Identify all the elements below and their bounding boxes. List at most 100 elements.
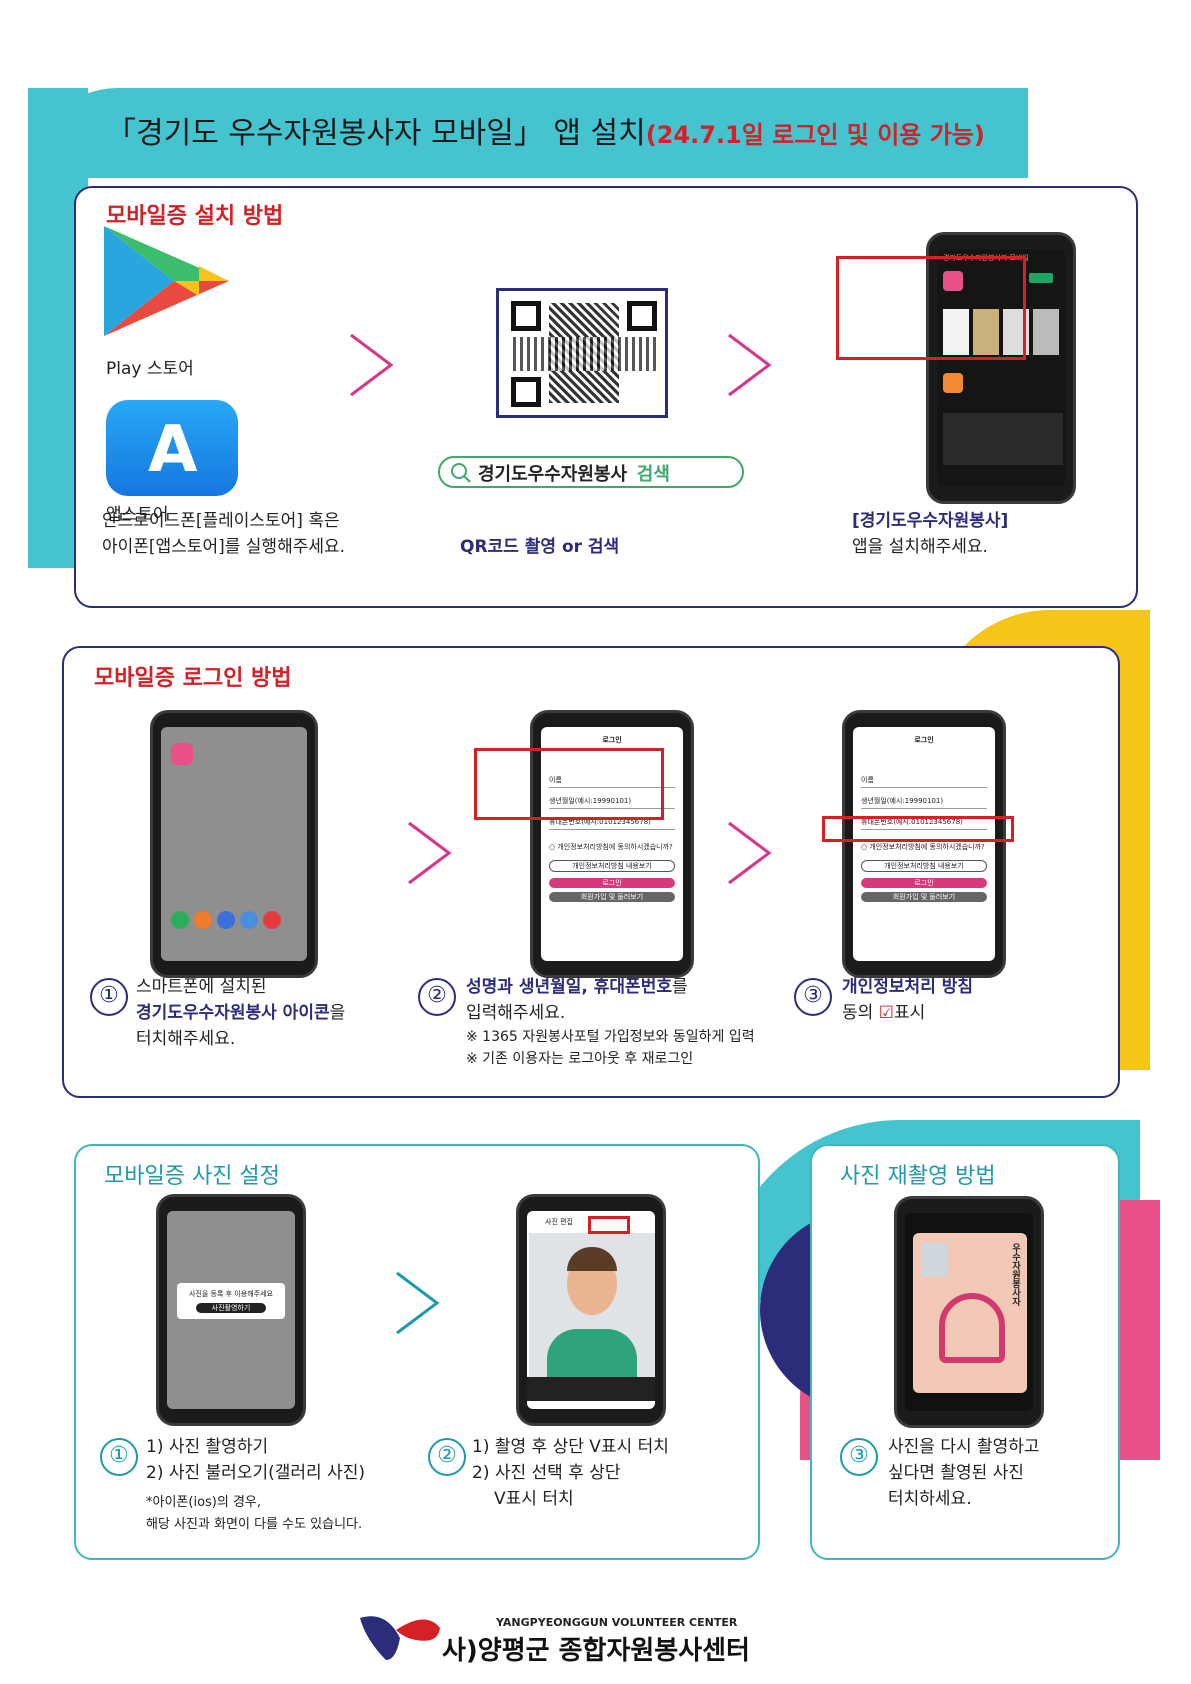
login-step3-text: 개인정보처리 방침 동의 ☑표시 [842,974,973,1026]
header-banner [28,88,1028,178]
chevron-right-icon [728,821,772,885]
highlight-box [588,1216,630,1234]
photo-dialog-text: 사진을 등록 후 이용해주세요 [189,1290,273,1298]
photo-step2-line3: V표시 터치 [494,1489,574,1509]
step-number-2: ② [428,1438,466,1476]
search-icon [451,463,471,483]
login-screen-title: 로그인 [602,736,622,744]
page-title-main: 「경기도 우수자원봉사자 모바일」 앱 설치 [106,116,646,151]
login-step1-tail: 을 [329,1003,346,1023]
install-desc-left-line1: 안드로이드폰[플레이스토어] 혹은 [102,511,340,531]
field-birth: 생년월일(예시:19990101) [549,797,632,805]
qr-code [496,288,668,418]
highlight-box [822,816,1014,842]
login-step3-line2: 동의 ☑표시 [842,1000,973,1026]
page-title-note: (24.7.1일 로그인 및 이용 가능) [645,121,985,149]
install-section: 모바일증 설치 방법 Play 스토어 A 앱스토어 경기도우수자원봉사 검색 … [74,186,1138,608]
photo-step1-note2: 해당 사진과 화면이 다를 수도 있습니다. [146,1517,363,1532]
appstore-icon: A [106,400,238,496]
phone-photo-dialog: 사진을 등록 후 이용해주세요 사진촬영하기 [156,1194,306,1426]
phone-photo-editor: 사진 편집 [516,1194,666,1426]
photo-step2-text: 1) 촬영 후 상단 V표시 터치 2) 사진 선택 후 상단 V표시 터치 [472,1434,669,1512]
photo-step2-line2: 2) 사진 선택 후 상단 [472,1463,621,1483]
retake-section: 사진 재촬영 방법 우수자원봉사자 ③ 사진을 다시 촬영하고 싶다면 촬영된 … [810,1144,1120,1560]
login-step1-line1: 스마트폰에 설치된 [136,977,267,997]
photo-step1-line2: 2) 사진 불러오기(갤러리 사진) [146,1463,365,1483]
step-number-3: ③ [840,1438,878,1476]
chevron-right-icon [350,333,394,397]
install-desc-right: [경기도우수자원봉사] 앱을 설치해주세요. [852,508,1008,560]
step-number-2: ② [418,978,456,1016]
photo-section-title: 모바일증 사진 설정 [104,1164,280,1189]
login-step1-text: 스마트폰에 설치된 경기도우수자원봉사 아이콘을 터치해주세요. [136,974,345,1052]
chevron-right-icon [728,333,772,397]
photo-step1-note1: *아이폰(ios)의 경우, [146,1495,262,1510]
highlight-box [836,256,1026,360]
search-suffix: 검색 [636,464,670,485]
login-step1-em: 경기도우수자원봉사 아이콘 [136,1003,330,1023]
install-desc-right-line2: 앱을 설치해주세요. [852,537,988,557]
footer-ko: 사)양평군 종합자원봉사센터 [442,1636,750,1666]
phone-login-screen-1: 로그인 이름 생년월일(예시:19990101) 휴대폰번호(예시:010123… [530,710,694,978]
login-step3-em: 개인정보처리 방침 [842,977,974,997]
install-desc-left-line2: 아이폰[앱스토어]를 실행해주세요. [102,537,346,557]
step-number-3: ③ [794,978,832,1016]
field-name: 이름 [549,776,562,784]
login-step2-em: 성명과 생년월일, 휴대폰번호 [466,977,672,997]
phone-home-screen [150,710,318,978]
phone-login-screen-2: 로그인 이름 생년월일(예시:19990101) 휴대폰번호(예시:010123… [842,710,1006,978]
chevron-right-icon [396,1271,440,1335]
login-screen-title: 로그인 [914,736,934,744]
login-step2-tail: 를 [671,977,688,997]
login-step1-line2: 경기도우수자원봉사 아이콘을 [136,1000,345,1026]
login-section: 모바일증 로그인 방법 로그인 이름 생년월일(예시:19990101) 휴대폰… [62,646,1120,1098]
playstore-icon [104,226,229,336]
phone-store-screenshot: 경기도우수자원봉사자 모바일 [926,232,1076,504]
retake-section-title: 사진 재촬영 방법 [840,1164,996,1189]
retake-step3-text: 사진을 다시 촬영하고 싶다면 촬영된 사진 터치하세요. [888,1434,1040,1512]
appstore-label: 앱스토어 [106,505,169,525]
retake-step3-line2: 싶다면 촬영된 사진 [888,1463,1024,1483]
login-step3-tail: 표시 [893,1003,926,1023]
field-phone: 휴대폰번호(예시:01012345678) [549,818,651,826]
step-number-1: ① [90,978,128,1016]
install-desc-left: 안드로이드폰[플레이스토어] 혹은 아이폰[앱스토어]를 실행해주세요. [102,508,345,560]
id-card-title: 우수자원봉사자 [1010,1243,1020,1306]
field-birth: 생년월일(예시:19990101) [861,797,944,805]
install-section-title: 모바일증 설치 방법 [106,204,284,229]
agree-checkbox: ○ 개인정보처리방침에 동의하시겠습니까? [549,843,673,851]
editor-title: 사진 편집 [545,1218,573,1226]
chevron-right-icon [408,821,452,885]
install-desc-right-line1: [경기도우수자원봉사] [852,511,1009,531]
signup-button: 회원가입 및 둘러보기 [549,892,675,902]
login-step3-head: 동의 [842,1003,879,1023]
login-step2-note2: ※ 기존 이용자는 로그아웃 후 재로그인 [466,1051,694,1067]
footer-en: YANGPYEONGGUN VOLUNTEER CENTER [496,1616,738,1629]
agree-checkbox: ○ 개인정보처리방침에 동의하시겠습니까? [861,843,985,851]
retake-step3-line3: 터치하세요. [888,1489,972,1509]
take-photo-button: 사진촬영하기 [196,1303,266,1313]
login-step2-line2: 입력해주세요. [466,1003,566,1023]
page-title: 「경기도 우수자원봉사자 모바일」 앱 설치(24.7.1일 로그인 및 이용 … [106,108,985,152]
highlight-box [474,748,664,820]
phone-id-card: 우수자원봉사자 [894,1196,1044,1428]
login-step2-line1: 성명과 생년월일, 휴대폰번호를 [466,974,755,1000]
view-policy-button: 개인정보처리방침 내용보기 [549,860,675,872]
login-step2-text: 성명과 생년월일, 휴대폰번호를 입력해주세요. ※ 1365 자원봉사포털 가… [466,974,755,1070]
retake-step3-line1: 사진을 다시 촬영하고 [888,1437,1040,1457]
login-button: 로그인 [861,878,987,888]
view-policy-button: 개인정보처리방침 내용보기 [861,860,987,872]
login-step1-line3: 터치해주세요. [136,1029,236,1049]
field-name: 이름 [861,776,874,784]
login-section-title: 모바일증 로그인 방법 [94,666,292,691]
playstore-label: Play 스토어 [106,359,194,379]
photo-section: 모바일증 사진 설정 사진을 등록 후 이용해주세요 사진촬영하기 사진 편집 … [74,1144,760,1560]
step-number-1: ① [100,1438,138,1476]
search-pill: 경기도우수자원봉사 검색 [438,456,744,488]
install-desc-center: QR코드 촬영 or 검색 [460,537,620,557]
photo-step1-text: 1) 사진 촬영하기 2) 사진 불러오기(갤러리 사진) *아이폰(ios)의… [146,1434,365,1536]
checkbox-icon: ☑ [878,1003,894,1023]
signup-button: 회원가입 및 둘러보기 [861,892,987,902]
login-step2-note1: ※ 1365 자원봉사포털 가입정보와 동일하게 입력 [466,1029,755,1045]
photo-step1-line1: 1) 사진 촬영하기 [146,1437,269,1457]
